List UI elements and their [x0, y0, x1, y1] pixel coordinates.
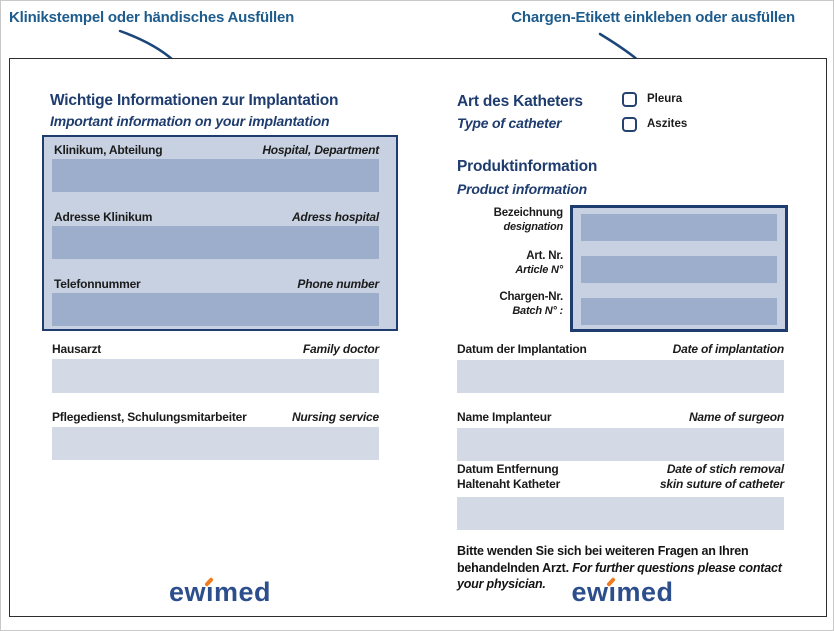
catheter-section-subtitle: Type of catheter	[457, 115, 562, 131]
product-section-subtitle: Product information	[457, 181, 587, 197]
form-frame: Wichtige Informationen zur Implantation …	[9, 58, 827, 617]
name-implanteur-input[interactable]	[457, 428, 784, 461]
logo-i-glyph: ı	[608, 577, 617, 607]
hausarzt-input[interactable]	[52, 359, 379, 393]
checkbox-label: Aszites	[647, 118, 688, 130]
field-hausarzt: Hausarzt Family doctor	[52, 342, 379, 356]
left-section-subtitle: Important information on your implantati…	[50, 113, 330, 129]
logo-text: med	[214, 577, 272, 607]
field-bezeichnung-label: Bezeichnung designation	[457, 207, 564, 234]
field-label-de: Name Implanteur	[457, 410, 552, 424]
field-label-en: Nursing service	[291, 410, 379, 424]
logo-text: ew	[571, 577, 609, 607]
chargennr-input[interactable]	[581, 298, 777, 325]
artnr-input[interactable]	[581, 256, 777, 283]
checkbox-row-pleura: Pleura	[622, 90, 682, 108]
product-section-title: Produktinformation	[457, 158, 598, 175]
field-label-de: Datum Entfernung Haltenaht Katheter	[457, 462, 561, 491]
field-label-en: Date of implantation	[672, 342, 785, 356]
field-datum-implantation: Datum der Implantation Date of implantat…	[457, 342, 784, 356]
physician-note-en: For further questions please contact you…	[457, 560, 782, 592]
batch-label-box[interactable]	[570, 205, 788, 332]
field-label-en: Batch N° :	[512, 304, 563, 317]
physician-note-de: Bitte wenden Sie sich bei weiteren Frage…	[457, 544, 749, 575]
field-label-en: Phone number	[297, 277, 379, 291]
field-label-de: Datum der Implantation	[457, 342, 587, 356]
field-klinikum: Klinikum, Abteilung Hospital, Department	[52, 143, 379, 192]
field-label-en: Article N°	[515, 263, 563, 276]
field-datum-entfernung: Datum Entfernung Haltenaht Katheter Date…	[457, 462, 784, 492]
checkbox-label: Pleura	[647, 93, 683, 105]
field-label-en: Date of stich removal skin suture of cat…	[659, 462, 784, 491]
klinikum-input[interactable]	[52, 159, 379, 192]
logo-i: ı	[204, 576, 214, 607]
field-label-en: designation	[503, 220, 563, 233]
field-label-de: Hausarzt	[52, 342, 102, 356]
datum-implantation-input[interactable]	[457, 360, 784, 393]
field-artnr-label: Art. Nr. Article N°	[457, 250, 563, 277]
field-label-en: Name of surgeon	[688, 410, 784, 424]
logo-text: med	[616, 577, 674, 607]
physician-note: Bitte wenden Sie sich bei weiteren Frage…	[457, 543, 788, 593]
clinic-stamp-box[interactable]: Klinikum, Abteilung Hospital, Department…	[42, 135, 398, 331]
field-label-en: Adress hospital	[291, 210, 379, 224]
logo-i: ı	[606, 576, 617, 607]
field-telefonnummer: Telefonnummer Phone number	[52, 277, 379, 326]
field-label-de: Art. Nr.	[526, 250, 563, 262]
checkbox-aszites[interactable]	[622, 116, 637, 132]
pflegedienst-input[interactable]	[52, 427, 379, 460]
field-label-de: Pflegedienst, Schulungsmitarbeiter	[52, 410, 247, 424]
field-chargennr-label: Chargen-Nr. Batch N° :	[457, 291, 563, 318]
logo-text: ew	[168, 577, 206, 607]
field-label-de: Klinikum, Abteilung	[54, 143, 163, 157]
annotation-batch-label: Chargen-Etikett einkleben oder ausfüllen	[511, 9, 795, 26]
left-section-title: Wichtige Informationen zur Implantation	[50, 92, 339, 109]
logo-i-glyph: ı	[205, 577, 214, 607]
field-label-de: Adresse Klinikum	[54, 210, 153, 224]
field-name-implanteur: Name Implanteur Name of surgeon	[457, 410, 784, 424]
catheter-section-title: Art des Katheters	[457, 93, 583, 110]
telefonnummer-input[interactable]	[52, 293, 379, 326]
field-label-en: Hospital, Department	[262, 143, 379, 157]
datum-entfernung-input[interactable]	[457, 497, 784, 530]
bezeichnung-input[interactable]	[581, 214, 777, 241]
annotation-stamp: Klinikstempel oder händisches Ausfüllen	[9, 9, 295, 26]
field-label-en: Family doctor	[302, 342, 379, 356]
checkbox-row-aszites: Aszites	[622, 115, 687, 133]
field-label-de: Chargen-Nr.	[499, 291, 563, 303]
field-label-de: Bezeichnung	[493, 207, 564, 219]
field-adresse-klinikum: Adresse Klinikum Adress hospital	[52, 210, 379, 259]
field-pflegedienst: Pflegedienst, Schulungsmitarbeiter Nursi…	[52, 410, 379, 424]
field-label-de: Telefonnummer	[54, 277, 141, 291]
adresse-klinikum-input[interactable]	[52, 226, 379, 259]
checkbox-pleura[interactable]	[622, 91, 637, 107]
